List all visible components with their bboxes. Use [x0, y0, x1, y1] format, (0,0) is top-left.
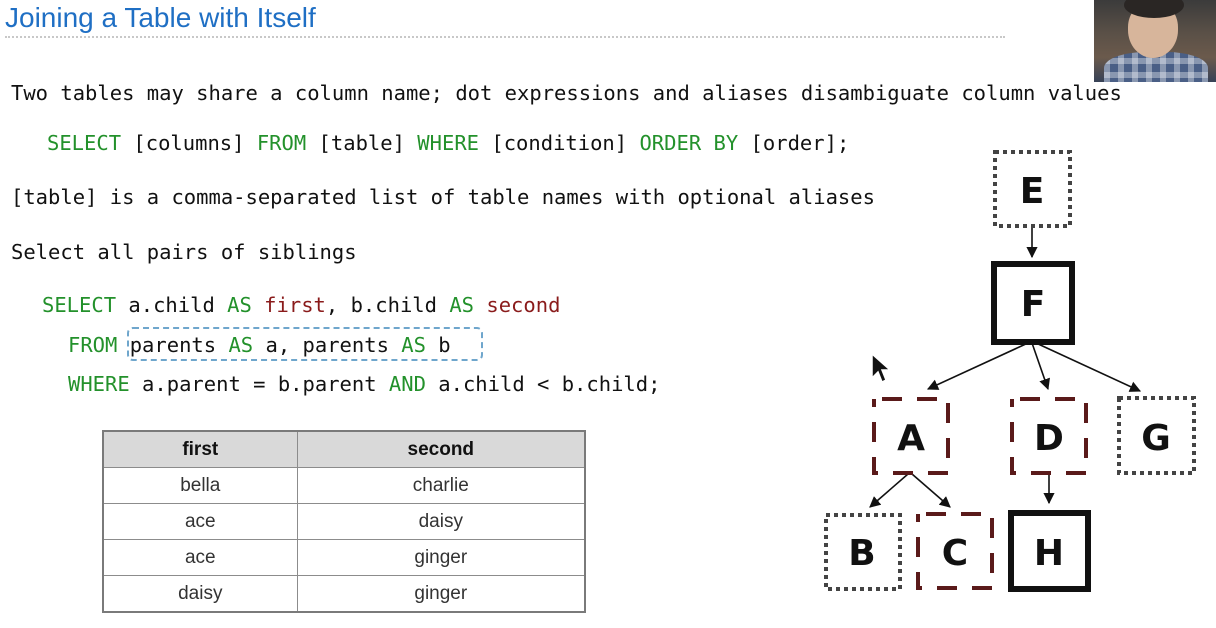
- tree-node-e: E: [993, 150, 1072, 228]
- node-label-b: B: [848, 533, 875, 574]
- table-placeholder: [table]: [306, 131, 418, 155]
- condition-placeholder: [condition]: [479, 131, 640, 155]
- mouse-pointer-icon: [871, 352, 892, 384]
- node-label-g: G: [1141, 418, 1171, 459]
- table-cell: charlie: [296, 467, 586, 504]
- table-header-row: first second: [102, 430, 586, 468]
- header-second: second: [296, 430, 586, 468]
- tree-node-a: A: [872, 397, 950, 475]
- edge-a-b: [869, 473, 909, 508]
- node-label-d: D: [1034, 418, 1064, 459]
- q-cond-1: a.parent = b.parent: [129, 372, 389, 396]
- edge-f-d: [1031, 342, 1050, 391]
- table-cell: bella: [102, 467, 298, 504]
- q-b-child: , b.child: [325, 293, 450, 317]
- select-syntax: SELECT [columns] FROM [table] WHERE [con…: [47, 130, 849, 156]
- from-keyword: FROM: [256, 131, 307, 155]
- edge-f-g: [1035, 342, 1142, 392]
- q-as-kw-4: AS: [401, 333, 426, 357]
- intro-text: Two tables may share a column name; dot …: [11, 81, 1122, 105]
- query-line-select: SELECT a.child AS first, b.child AS seco…: [42, 292, 560, 318]
- q-cond-2: a.child < b.child;: [425, 372, 661, 396]
- query-line-from: FROM parents AS a, parents AS b: [68, 332, 451, 358]
- q-second-alias: second: [474, 293, 561, 317]
- q-a-child: a.child: [116, 293, 228, 317]
- q-where-kw: WHERE: [68, 372, 130, 396]
- node-label-h: H: [1034, 533, 1064, 574]
- title-divider: [5, 36, 1005, 38]
- where-keyword: WHERE: [417, 131, 480, 155]
- node-label-c: C: [942, 533, 968, 574]
- table-cell: ginger: [296, 575, 586, 613]
- select-keyword: SELECT: [47, 131, 122, 155]
- table-row: daisy ginger: [102, 575, 586, 613]
- table-row: ace ginger: [102, 539, 586, 576]
- q-from-kw: FROM: [68, 333, 118, 357]
- node-label-f: F: [1021, 284, 1046, 325]
- presenter-shirt: [1104, 52, 1208, 82]
- tree-node-b: B: [824, 513, 902, 591]
- q-as-kw-1: AS: [227, 293, 252, 317]
- tree-node-d: D: [1010, 397, 1088, 475]
- from-highlight-box: [127, 327, 483, 361]
- table-note: [table] is a comma-separated list of tab…: [11, 185, 875, 209]
- q-as-kw-3: AS: [228, 333, 254, 357]
- slide-title: Joining a Table with Itself: [5, 2, 316, 33]
- tree-node-g: G: [1117, 396, 1196, 475]
- table-cell: daisy: [296, 503, 586, 540]
- webcam-video: [1094, 0, 1216, 82]
- table-row: bella charlie: [102, 467, 586, 504]
- table-cell: ginger: [296, 539, 586, 576]
- edge-f-a: [926, 342, 1029, 390]
- edge-a-c: [911, 473, 951, 508]
- q-parents-2: a, parents: [253, 333, 402, 357]
- task-text: Select all pairs of siblings: [11, 240, 357, 264]
- presenter-hair: [1124, 0, 1184, 18]
- table-row: ace daisy: [102, 503, 586, 540]
- tree-node-f: F: [991, 261, 1075, 345]
- query-line-where: WHERE a.parent = b.parent AND a.child < …: [68, 371, 660, 397]
- result-table: first second bella charlie ace daisy ace…: [102, 430, 586, 613]
- table-cell: daisy: [102, 575, 298, 613]
- q-parents-1: parents: [117, 333, 229, 357]
- q-first-alias: first: [251, 293, 326, 317]
- q-as-kw-2: AS: [449, 293, 475, 317]
- header-first: first: [102, 430, 298, 468]
- tree-node-h: H: [1008, 510, 1091, 592]
- order-placeholder: [order];: [738, 131, 850, 155]
- order-by-keyword: ORDER BY: [639, 131, 739, 155]
- q-b-alias: b: [425, 333, 451, 357]
- node-label-e: E: [1020, 171, 1045, 212]
- table-cell: ace: [102, 539, 298, 576]
- node-label-a: A: [897, 418, 925, 459]
- tree-node-c: C: [916, 512, 994, 590]
- q-and-kw: AND: [388, 372, 426, 396]
- q-select-kw: SELECT: [42, 293, 117, 317]
- columns-placeholder: [columns]: [121, 131, 257, 155]
